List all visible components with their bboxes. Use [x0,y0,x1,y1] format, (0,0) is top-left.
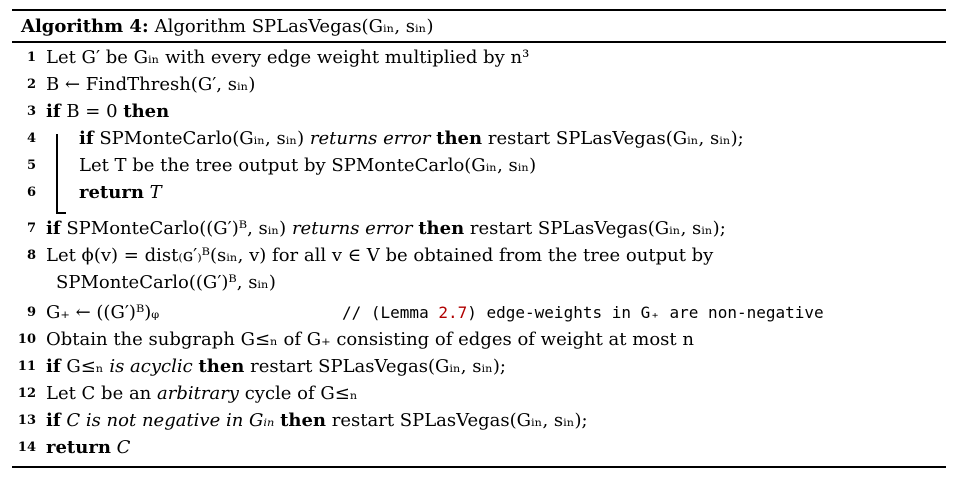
line-number: 1 [26,50,36,65]
keyword: return [46,437,111,458]
line-text: Obtain the subgraph G≤ₙ of G₊ consisting… [46,329,694,350]
line-content: if SPMonteCarlo(Gᵢₙ, sᵢₙ) returns error … [79,126,744,152]
line-number: 14 [17,440,36,455]
line-number: 11 [17,359,36,374]
italic-phrase: arbitrary [157,383,239,404]
line-text: G₊ ← ((G′)ᴮ)ᵩ [46,302,160,323]
line-number: 13 [17,413,36,428]
keyword: if [46,356,61,377]
line-number: 2 [26,77,36,92]
restart-call: restart SPLasVegas(Gᵢₙ, sᵢₙ); [250,356,506,377]
algorithm-line: 3 if B = 0 then [12,99,946,125]
restart-call: restart SPLasVegas(Gᵢₙ, sᵢₙ); [331,410,588,431]
line-number: 8 [26,248,36,263]
keyword: then [198,356,245,377]
line-content: if G≤ₙ is acyclic then restart SPLasVega… [46,354,506,380]
caption-text: Algorithm SPLasVegas(Gᵢₙ, sᵢₙ) [154,15,434,37]
line-text: Let G′ be Gᵢₙ with every edge weight mul… [46,47,530,68]
algorithm-line: 12 Let C be an arbitrary cycle of G≤ₙ [12,381,946,407]
algorithm-box: Algorithm 4: Algorithm SPLasVegas(Gᵢₙ, s… [12,9,946,468]
algorithm-line: 8 Let ϕ(v) = dist₍ɢ′₎ᴮ(sᵢₙ, v) for all v… [12,243,946,269]
algorithm-line: 13 if C is not negative in Gᵢₙ then rest… [12,408,946,434]
italic-phrase: is acyclic [109,356,193,377]
italic-phrase: returns error [291,218,413,239]
top-rule [12,9,946,11]
text-suffix: cycle of G≤ₙ [244,383,358,404]
line-number: 3 [26,104,36,119]
call: SPMonteCarlo(Gᵢₙ, sᵢₙ) [99,128,305,149]
line-number: 12 [17,386,36,401]
line-text: Let ϕ(v) = dist₍ɢ′₎ᴮ(sᵢₙ, v) for all v ∈… [46,245,714,266]
line-number: 7 [26,221,36,236]
line-content: if B = 0 then [46,99,169,125]
restart-call: restart SPLasVegas(Gᵢₙ, sᵢₙ); [469,218,726,239]
line-content: return T [79,180,162,206]
line-number: 9 [26,305,36,320]
keyword: return [79,182,144,203]
algorithm-line: 5 Let T be the tree output by SPMonteCar… [12,153,946,179]
algorithm-line: 11 if G≤ₙ is acyclic then restart SPLasV… [12,354,946,380]
line-content: Let C be an arbitrary cycle of G≤ₙ [46,381,358,407]
return-value: T [149,182,162,203]
line-text: Let T be the tree output by SPMonteCarlo… [79,155,537,176]
line-number: 6 [26,185,36,200]
keyword: then [280,410,327,431]
line-content: if SPMonteCarlo((G′)ᴮ, sᵢₙ) returns erro… [46,216,726,242]
algorithm-line: 2 B ← FindThresh(G′, sᵢₙ) [12,72,946,98]
algorithm-line: 6 return T [12,180,946,206]
caption-label: Algorithm 4: [21,15,149,37]
bottom-rule [12,466,946,468]
italic-phrase: is not negative in Gᵢₙ [85,410,275,431]
keyword: then [436,128,483,149]
algorithm-line: 9 G₊ ← ((G′)ᴮ)ᵩ // (Lemma 2.7) edge-weig… [12,300,946,326]
keyword: if [79,128,94,149]
algorithm-line: 14 return C [12,435,946,461]
algorithm-line-continuation: SPMonteCarlo((G′)ᴮ, sᵢₙ) [12,270,946,296]
algorithm-line: 1 Let G′ be Gᵢₙ with every edge weight m… [12,45,946,71]
variable: C [66,410,81,431]
caption-rule [12,41,946,43]
comment-prefix: // (Lemma [342,303,439,322]
lemma-reference-link[interactable]: 2.7 [438,303,468,322]
algorithm-line: 4 if SPMonteCarlo(Gᵢₙ, sᵢₙ) returns erro… [12,126,946,152]
call: SPMonteCarlo((G′)ᴮ, sᵢₙ) [66,218,287,239]
return-value: C [116,437,131,458]
line-number: 5 [26,158,36,173]
line-number: 10 [17,332,36,347]
condition: B = 0 [66,101,118,122]
keyword: if [46,101,61,122]
keyword: if [46,218,61,239]
italic-phrase: returns error [309,128,431,149]
line-comment: // (Lemma 2.7) edge-weights in G₊ are no… [342,300,824,326]
block-bar-foot [56,212,66,214]
line-number: 4 [26,131,36,146]
keyword: then [123,101,170,122]
algorithm-caption: Algorithm 4: Algorithm SPLasVegas(Gᵢₙ, s… [12,11,946,41]
line-content: if C is not negative in Gᵢₙ then restart… [46,408,588,434]
block-bar [56,134,58,214]
restart-call: restart SPLasVegas(Gᵢₙ, sᵢₙ); [487,128,744,149]
line-text: SPMonteCarlo((G′)ᴮ, sᵢₙ) [56,272,276,293]
line-content: return C [46,435,130,461]
comment-suffix: ) edge-weights in G₊ are non-negative [467,303,824,322]
algorithm-line: 10 Obtain the subgraph G≤ₙ of G₊ consist… [12,327,946,353]
condition: G≤ₙ [66,356,104,377]
keyword: if [46,410,61,431]
text-prefix: Let C be an [46,383,152,404]
keyword: then [418,218,465,239]
line-text: B ← FindThresh(G′, sᵢₙ) [46,74,256,95]
algorithm-line: 7 if SPMonteCarlo((G′)ᴮ, sᵢₙ) returns er… [12,216,946,242]
